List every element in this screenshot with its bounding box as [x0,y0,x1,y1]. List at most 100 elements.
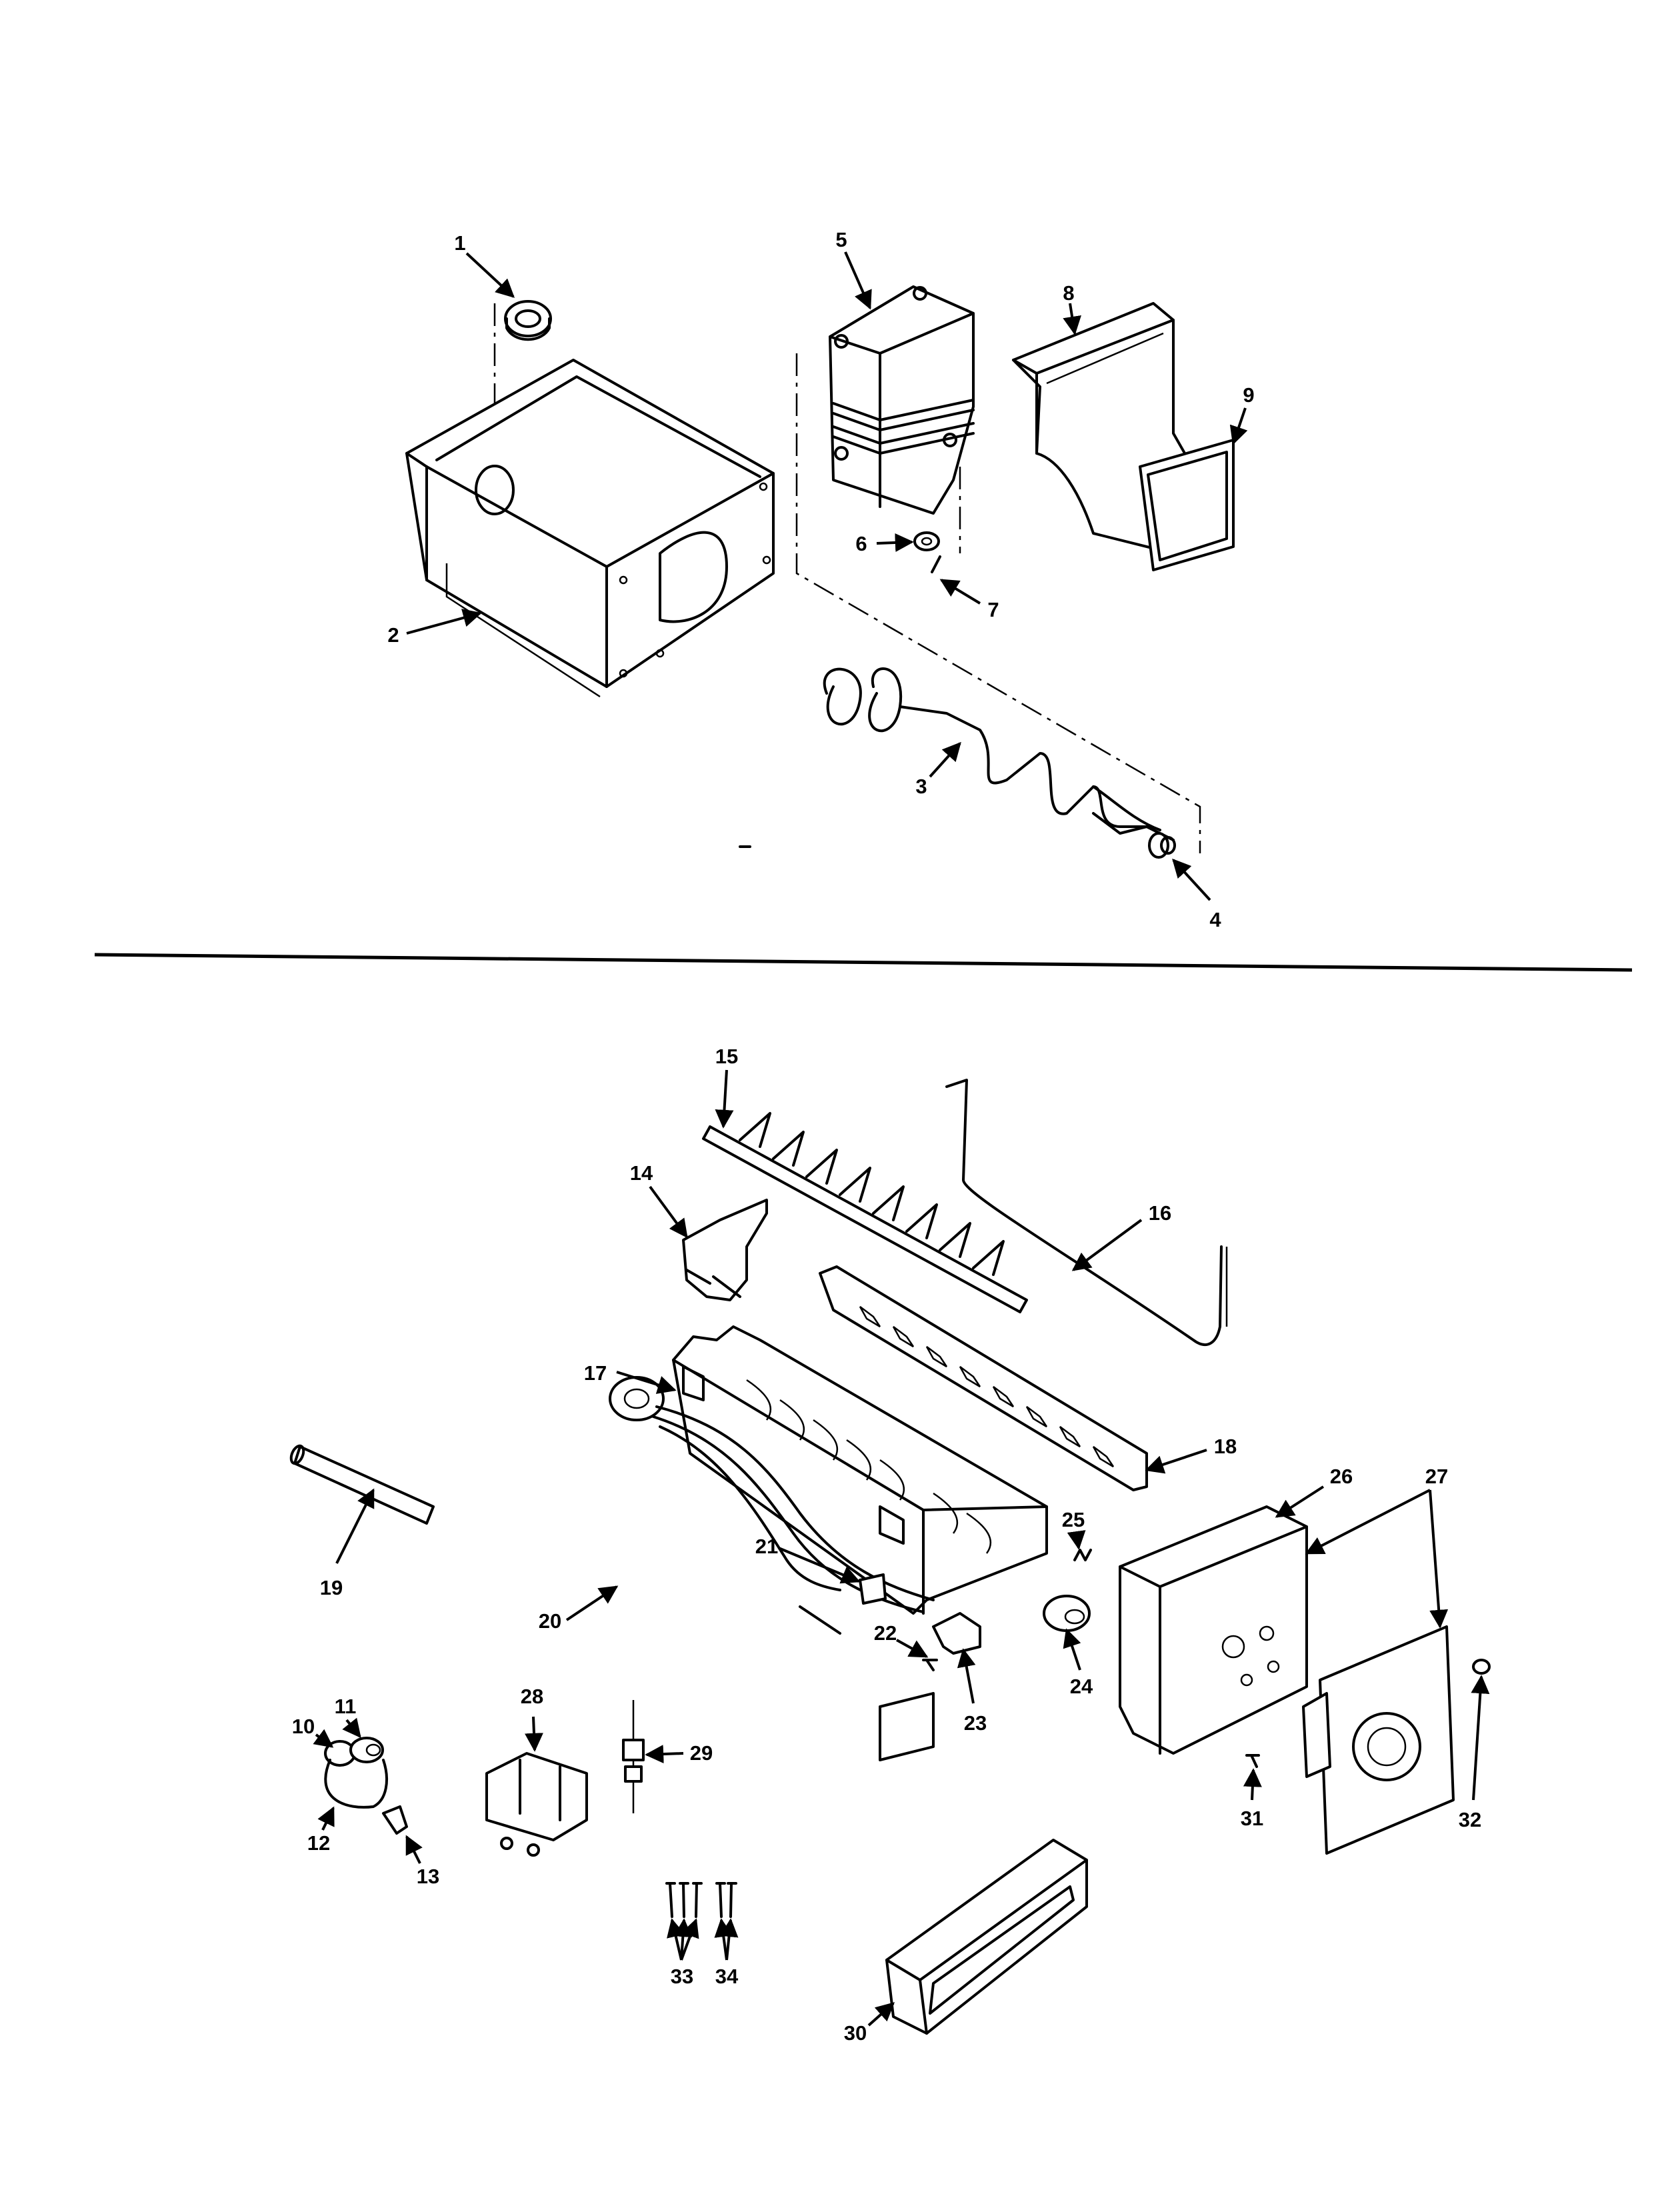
part-27-motor-plate [1302,1625,1455,1855]
svg-text:20: 20 [539,1609,561,1633]
callout-18: 18 [1145,1435,1237,1474]
part-24-thermostat [1043,1595,1091,1632]
part-16-bail-arm [945,1079,1228,1347]
svg-text:5: 5 [835,228,847,251]
part-5-chute-housing [795,285,1201,853]
svg-text:24: 24 [1070,1675,1093,1698]
svg-text:21: 21 [755,1535,778,1558]
callout-31: 31 [1241,1768,1263,1830]
svg-text:19: 19 [320,1576,343,1599]
callout-1: 1 [454,231,515,298]
callout-34: 34 [714,1918,739,1988]
part-7-pin [931,555,941,573]
svg-text:10: 10 [292,1715,315,1738]
svg-text:22: 22 [874,1621,897,1645]
part-29-coupling [622,1700,645,1813]
part-20-harness [609,1376,935,1761]
svg-text:18: 18 [1214,1435,1237,1458]
part-31-screw [1245,1754,1260,1768]
svg-text:6: 6 [855,532,867,555]
svg-text:23: 23 [964,1711,987,1735]
callout-8: 8 [1063,281,1081,335]
callout-2: 2 [387,609,482,647]
callout-3: 3 [915,741,961,798]
callout-10: 10 [292,1715,334,1748]
upper-assembly: 1 2 3 4 5 6 7 8 [387,228,1254,931]
callout-19: 19 [320,1488,375,1599]
svg-text:15: 15 [715,1045,738,1068]
callout-16: 16 [1071,1201,1171,1271]
part-1-cap [493,300,552,480]
callout-7: 7 [939,579,999,621]
part-18-stripper [819,1265,1148,1491]
svg-text:17: 17 [584,1361,607,1385]
svg-text:29: 29 [690,1741,713,1765]
callout-6: 6 [855,532,914,555]
callout-15: 15 [715,1045,738,1129]
part-19-fill-tube [289,1444,435,1525]
part-22-screw [922,1659,938,1671]
part-6-nut [913,531,940,551]
svg-text:32: 32 [1459,1808,1481,1831]
part-25-spring [1073,1549,1092,1561]
callout-5: 5 [835,228,872,310]
part-11-fitting [349,1737,384,1763]
part-13-clamp [382,1805,408,1835]
part-3-auger-wire [823,667,1175,841]
part-12-tubing [324,1759,388,1809]
callout-9: 9 [1229,383,1255,445]
svg-text:27: 27 [1425,1465,1448,1488]
callout-23: 23 [957,1648,987,1735]
callout-13: 13 [405,1835,439,1888]
part-30-cover [885,1839,1088,2035]
svg-text:28: 28 [521,1685,543,1708]
svg-text:14: 14 [630,1161,653,1185]
svg-text:1: 1 [454,231,465,255]
callout-28: 28 [521,1685,543,1752]
callout-33: 33 [667,1918,699,1988]
part-2-ice-bucket [405,359,775,698]
svg-text:3: 3 [915,775,927,798]
lower-assembly: 10 11 12 13 14 15 16 17 [289,1045,1491,2045]
callout-22: 22 [874,1621,929,1658]
svg-text:9: 9 [1243,383,1254,407]
callout-24: 24 [1063,1628,1093,1698]
callout-11: 11 [335,1695,361,1739]
svg-text:4: 4 [1209,908,1221,931]
svg-text:25: 25 [1062,1508,1085,1531]
svg-text:34: 34 [715,1965,739,1988]
part-33-screws [665,1882,703,1918]
part-4-bushing [1148,832,1176,859]
svg-text:30: 30 [844,2021,867,2045]
callout-29: 29 [645,1741,713,1765]
svg-text:12: 12 [307,1831,330,1855]
part-26-housing [1119,1505,1308,1755]
svg-text:26: 26 [1330,1465,1353,1488]
callout-4: 4 [1172,858,1221,931]
part-21-clip [859,1573,887,1605]
svg-text:16: 16 [1149,1201,1171,1225]
part-23-bracket [932,1612,981,1655]
part-9-flap [1139,439,1235,571]
part-14-bracket [682,1199,768,1301]
part-28-water-valve [485,1752,588,1857]
callout-25: 25 [1062,1508,1086,1550]
svg-text:31: 31 [1241,1807,1263,1830]
section-divider [94,953,1633,972]
svg-text:13: 13 [417,1865,439,1888]
callout-21: 21 [755,1535,861,1584]
svg-text:11: 11 [335,1695,357,1718]
callout-17: 17 [584,1361,677,1394]
svg-text:2: 2 [387,623,399,647]
callout-32: 32 [1459,1675,1490,1831]
callout-26: 26 [1275,1465,1353,1518]
callout-27: 27 [1305,1465,1448,1629]
part-15-ejector [702,1112,1028,1313]
callout-20: 20 [539,1585,619,1633]
callout-12: 12 [307,1806,335,1855]
svg-text:7: 7 [987,598,999,621]
svg-text:8: 8 [1063,281,1074,305]
callout-14: 14 [630,1161,688,1239]
part-32-nut [1472,1659,1491,1675]
